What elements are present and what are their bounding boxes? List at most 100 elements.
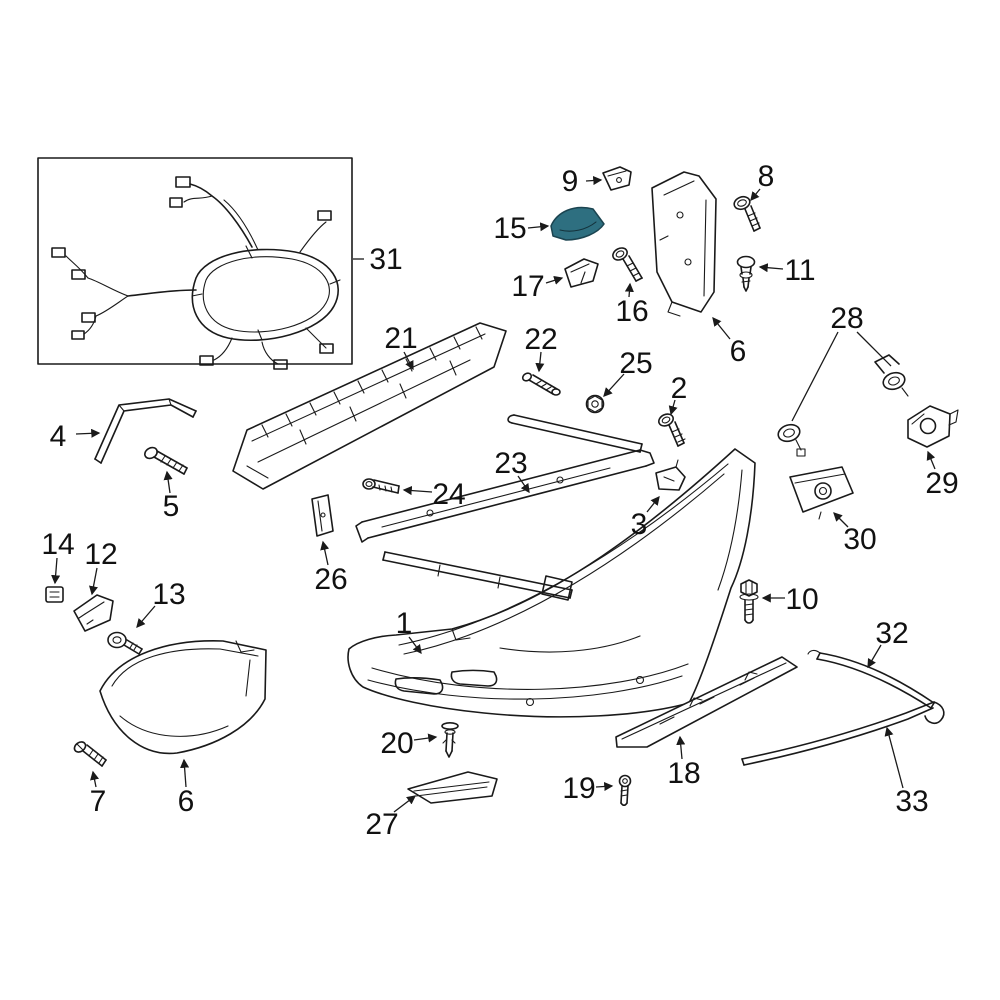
callout-leader-13 — [136, 605, 156, 628]
diagram-artwork — [37, 157, 959, 807]
callout-label-13: 13 — [152, 578, 185, 611]
callout-leader-5 — [163, 470, 173, 494]
callout-label-27: 27 — [365, 808, 398, 841]
part-19-screw — [618, 774, 632, 807]
callout-label-16: 16 — [615, 295, 648, 328]
part-29-sensor-bracket — [907, 405, 959, 448]
callout-leader-27 — [393, 795, 417, 813]
callout-label-7: 7 — [90, 785, 107, 818]
callout-label-18: 18 — [667, 757, 700, 790]
part-23-impact-bar — [355, 414, 655, 601]
callout-leader-28 — [791, 331, 839, 422]
part-6-lower-corner-piece — [99, 640, 267, 755]
callout-leader-23 — [517, 475, 530, 494]
callout-label-24: 24 — [432, 478, 465, 511]
part-25-nut — [585, 394, 605, 414]
part-31-wiring-harness — [37, 157, 353, 370]
callout-leader-22 — [535, 351, 545, 373]
callout-label-10: 10 — [785, 583, 818, 616]
part-33-lower-trim-strip — [741, 701, 945, 766]
part-7-screw — [73, 741, 107, 767]
part-6-upper-side-shield — [651, 171, 717, 317]
callout-label-6: 6 — [178, 785, 195, 818]
callout-label-5: 5 — [163, 490, 180, 523]
callout-label-2: 2 — [671, 372, 688, 405]
callout-label-14: 14 — [41, 528, 74, 561]
callout-leader-19 — [595, 781, 614, 792]
callout-leader-7 — [90, 770, 99, 788]
part-28-park-sensors — [777, 354, 909, 457]
callout-leader-17 — [545, 275, 564, 285]
part-14-clip — [45, 586, 64, 603]
callout-label-22: 22 — [524, 323, 557, 356]
part-26-bracket — [311, 494, 334, 537]
callout-label-17: 17 — [511, 270, 544, 303]
part-5-screw — [144, 446, 188, 475]
part-17-bracket — [564, 258, 599, 288]
part-13-screw — [107, 631, 143, 655]
part-27-reflector — [407, 771, 498, 804]
callout-label-29: 29 — [925, 467, 958, 500]
callout-label-19: 19 — [562, 772, 595, 805]
callout-leader-18 — [676, 735, 686, 760]
callout-leader-2 — [668, 399, 678, 416]
callout-label-23: 23 — [494, 447, 527, 480]
callout-label-28: 28 — [830, 302, 863, 335]
callout-label-11: 11 — [784, 254, 815, 287]
callout-leader-3 — [646, 495, 660, 513]
callout-label-32: 32 — [875, 617, 908, 650]
part-8-bolt — [733, 195, 761, 232]
callout-leader-11 — [758, 263, 784, 273]
callout-leader-21 — [403, 351, 414, 371]
part-32-upper-trim-strip — [807, 649, 935, 709]
callout-label-12: 12 — [84, 538, 117, 571]
callout-label-25: 25 — [619, 347, 652, 380]
part-16-bolt — [612, 247, 643, 282]
part-21-impact-absorber — [232, 322, 507, 490]
callout-leader-4 — [75, 428, 101, 438]
callout-leader-20 — [413, 733, 438, 743]
callout-leader-15 — [527, 222, 550, 232]
part-15-side-bracket-highlighted — [550, 206, 605, 241]
callout-label-31: 31 — [369, 243, 402, 276]
part-1-rear-bumper-cover — [347, 448, 756, 718]
callout-leader-16 — [624, 282, 634, 298]
callout-leader-8 — [750, 188, 761, 202]
part-9-bracket — [602, 166, 632, 191]
part-11-retainer-pin — [736, 255, 756, 292]
part-18-lower-valance — [615, 656, 798, 748]
callout-label-20: 20 — [380, 727, 413, 760]
part-2-bolt — [658, 413, 686, 447]
callout-leader-30 — [833, 512, 849, 528]
callout-leader-12 — [89, 567, 98, 596]
callout-label-4: 4 — [50, 420, 67, 453]
part-12-bracket — [73, 594, 114, 632]
part-20-push-clip — [441, 721, 459, 758]
part-22-stud — [521, 372, 561, 396]
callout-label-15: 15 — [493, 212, 526, 245]
callout-leader-6 — [712, 316, 731, 340]
part-4-support-bracket — [94, 398, 197, 464]
callout-leader-24 — [402, 486, 433, 496]
callout-label-33: 33 — [895, 785, 928, 818]
part-24-bolt — [362, 478, 400, 494]
callout-leader-33 — [884, 726, 904, 789]
callout-leader-28 — [856, 331, 892, 367]
callout-label-6: 6 — [730, 335, 747, 368]
part-30-sensor-housing — [789, 466, 854, 520]
callout-label-26: 26 — [314, 563, 347, 596]
callout-label-8: 8 — [758, 160, 775, 193]
callout-leader-32 — [867, 644, 882, 669]
callout-label-30: 30 — [843, 523, 876, 556]
callout-label-9: 9 — [562, 165, 579, 198]
part-10-bolt — [739, 579, 759, 624]
callout-label-21: 21 — [384, 322, 417, 355]
callout-leader-29 — [926, 450, 936, 470]
callout-leader-6 — [180, 758, 190, 788]
callout-leader-9 — [585, 175, 603, 186]
callout-label-3: 3 — [631, 508, 648, 541]
part-3-bracket — [655, 459, 686, 491]
